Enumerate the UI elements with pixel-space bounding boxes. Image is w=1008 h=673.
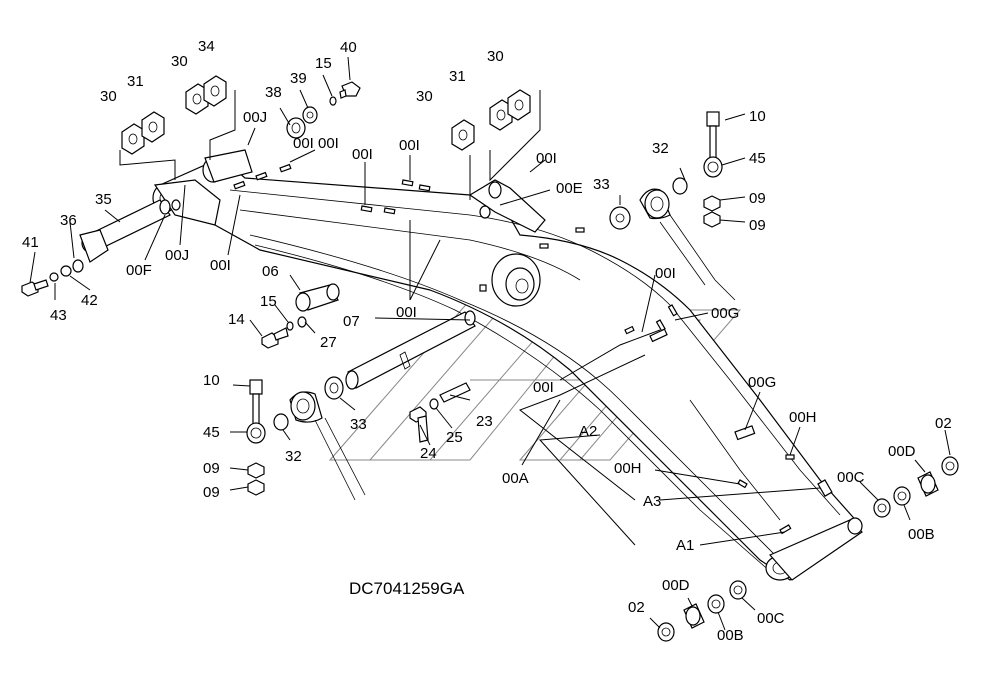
callout-40: 40 xyxy=(340,39,357,56)
callout-00I: 00I xyxy=(352,146,373,163)
callout-36: 36 xyxy=(60,212,77,229)
bushing-lower-left xyxy=(273,376,366,501)
callout-09: 09 xyxy=(203,460,220,477)
boom-plates xyxy=(233,163,833,535)
boom-body xyxy=(152,149,863,581)
callout-10: 10 xyxy=(203,372,220,389)
callout-00G: 00G xyxy=(748,374,776,391)
callout-A3: A3 xyxy=(643,493,661,510)
callout-00E: 00E xyxy=(556,180,583,197)
callout-09: 09 xyxy=(203,484,220,501)
callout-24: 24 xyxy=(420,445,437,462)
callout-00C: 00C xyxy=(837,469,865,486)
callout-38: 38 xyxy=(265,84,282,101)
callout-00J: 00J xyxy=(243,109,267,126)
callout-39: 39 xyxy=(290,70,307,87)
callout-00I: 00I xyxy=(533,379,554,396)
bolt-10-upper xyxy=(703,111,723,228)
callout-33: 33 xyxy=(350,416,367,433)
callout-23: 23 xyxy=(476,413,493,430)
callout-30: 30 xyxy=(416,88,433,105)
callout-45: 45 xyxy=(749,150,766,167)
callout-14: 14 xyxy=(228,311,245,328)
callout-09: 09 xyxy=(749,217,766,234)
callout-00H: 00H xyxy=(614,460,642,477)
pin-23 xyxy=(409,382,471,443)
callout-15: 15 xyxy=(260,293,277,310)
callout-42: 42 xyxy=(81,292,98,309)
head-shims-lower xyxy=(657,580,747,642)
pin-07 xyxy=(345,310,476,390)
callout-00C: 00C xyxy=(757,610,785,627)
callout-06: 06 xyxy=(262,263,279,280)
callout-34: 34 xyxy=(198,38,215,55)
drawing-code: DC7041259GA xyxy=(349,579,465,598)
callout-00B: 00B xyxy=(908,526,935,543)
pin-06 xyxy=(261,283,340,349)
callout-27: 27 xyxy=(320,334,337,351)
callout-35: 35 xyxy=(95,191,112,208)
callout-00I: 00I xyxy=(536,150,557,167)
callout-00I: 00I xyxy=(293,135,314,152)
callout-33: 33 xyxy=(593,176,610,193)
callout-00D: 00D xyxy=(888,443,916,460)
callout-00I: 00I xyxy=(318,135,339,152)
bushing-upper xyxy=(609,177,736,301)
callout-02: 02 xyxy=(935,415,952,432)
callout-02: 02 xyxy=(628,599,645,616)
callout-00F: 00F xyxy=(126,262,152,279)
bolt-10-lower xyxy=(246,379,266,496)
callout-30: 30 xyxy=(100,88,117,105)
callout-25: 25 xyxy=(446,429,463,446)
callout-30: 30 xyxy=(487,48,504,65)
callout-07: 07 xyxy=(343,313,360,330)
callout-labels: 10 45 09 09 32 33 00I 00E 00I 00I 00I 30… xyxy=(22,38,952,644)
callout-00B: 00B xyxy=(717,627,744,644)
callout-43: 43 xyxy=(50,307,67,324)
shim-group-center xyxy=(451,89,541,200)
callout-A2: A2 xyxy=(579,423,597,440)
pin-35 xyxy=(21,199,181,297)
callout-00G: 00G xyxy=(711,305,739,322)
leader-lines xyxy=(29,56,951,631)
callout-A1: A1 xyxy=(676,537,694,554)
callout-32: 32 xyxy=(285,448,302,465)
callout-00A: 00A xyxy=(502,470,529,487)
callout-09: 09 xyxy=(749,190,766,207)
callout-31: 31 xyxy=(127,73,144,90)
callout-30: 30 xyxy=(171,53,188,70)
callout-15: 15 xyxy=(315,55,332,72)
callout-10: 10 xyxy=(749,108,766,125)
callout-45: 45 xyxy=(203,424,220,441)
callout-00H: 00H xyxy=(789,409,817,426)
callout-00I: 00I xyxy=(210,257,231,274)
shim-group-left xyxy=(119,75,236,180)
callout-00I: 00I xyxy=(396,304,417,321)
callout-00J: 00J xyxy=(165,247,189,264)
callout-00I: 00I xyxy=(399,137,420,154)
callout-32: 32 xyxy=(652,140,669,157)
callout-00D: 00D xyxy=(662,577,690,594)
washer-bolt-top xyxy=(286,81,361,139)
callout-00I: 00I xyxy=(655,265,676,282)
head-shims-right xyxy=(873,456,959,518)
callout-41: 41 xyxy=(22,234,39,251)
callout-31: 31 xyxy=(449,68,466,85)
